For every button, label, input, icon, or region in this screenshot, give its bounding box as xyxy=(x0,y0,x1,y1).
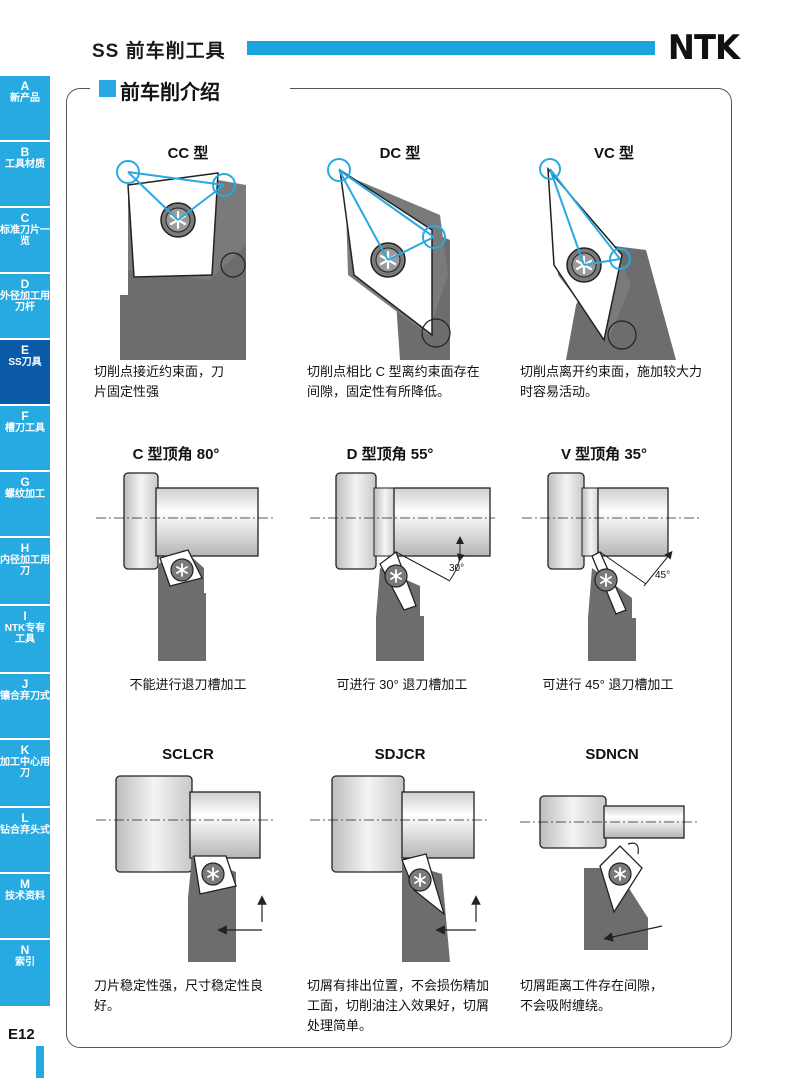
v-type-turning-diagram: 45° xyxy=(522,472,700,661)
sdjcr-caption: 切屑有排出位置，不会损伤精加工面，切削油注入效果好，切屑处理简单。 xyxy=(307,978,490,1033)
v-type-angle-label: 45° xyxy=(655,570,670,581)
sclcr-caption: 刀片稳定性强，尺寸稳定性良好。 xyxy=(94,978,264,1013)
vc-insert-diagram xyxy=(539,158,676,360)
c-type-caption: 不能进行退刀槽加工 xyxy=(129,677,247,692)
cc-type-label: CC 型 xyxy=(167,145,209,162)
page-title: SS 前车削工具 xyxy=(92,41,226,62)
c-angle-label: C 型顶角 80° xyxy=(132,446,220,463)
section-title: 前车削介绍 xyxy=(120,82,220,104)
d-angle-label: D 型顶角 55° xyxy=(346,446,434,463)
sdncn-caption: 切屑距离工件存在间隙，不会吸附缠绕。 xyxy=(520,978,664,1013)
dc-caption: 切削点相比 C 型离约束面存在间隙，固定性有所降低。 xyxy=(307,364,480,399)
page-marker-bar xyxy=(36,1046,44,1078)
section-marker-icon xyxy=(99,80,116,97)
c-type-turning-diagram xyxy=(96,472,274,661)
sclcr-diagram xyxy=(96,775,274,962)
sdncn-diagram xyxy=(520,795,698,950)
v-type-caption: 可进行 45° 退刀槽加工 xyxy=(542,677,674,692)
sdjcr-diagram xyxy=(310,775,488,962)
d-type-angle-label: 30° xyxy=(449,563,464,574)
dc-type-label: DC 型 xyxy=(379,145,421,162)
sdncn-label: SDNCN xyxy=(585,746,639,763)
dc-insert-diagram xyxy=(327,158,451,360)
header-bar xyxy=(247,41,655,55)
cc-caption: 切削点接近约束面，刀片固定性强 xyxy=(94,364,225,399)
d-type-turning-diagram: 30° xyxy=(310,472,495,661)
sdjcr-label: SDJCR xyxy=(374,746,426,763)
content-frame xyxy=(66,88,732,1048)
v-angle-label: V 型顶角 35° xyxy=(560,446,648,463)
d-type-caption: 可进行 30° 退刀槽加工 xyxy=(336,677,468,692)
brand-logo: NTK xyxy=(667,28,740,68)
vc-type-label: VC 型 xyxy=(593,145,634,162)
cc-insert-diagram xyxy=(116,160,246,360)
vc-caption: 切削点离开约束面，施加较大力时容易活动。 xyxy=(520,364,703,399)
sclcr-label: SCLCR xyxy=(162,746,214,763)
page-number: E12 xyxy=(8,1026,35,1043)
